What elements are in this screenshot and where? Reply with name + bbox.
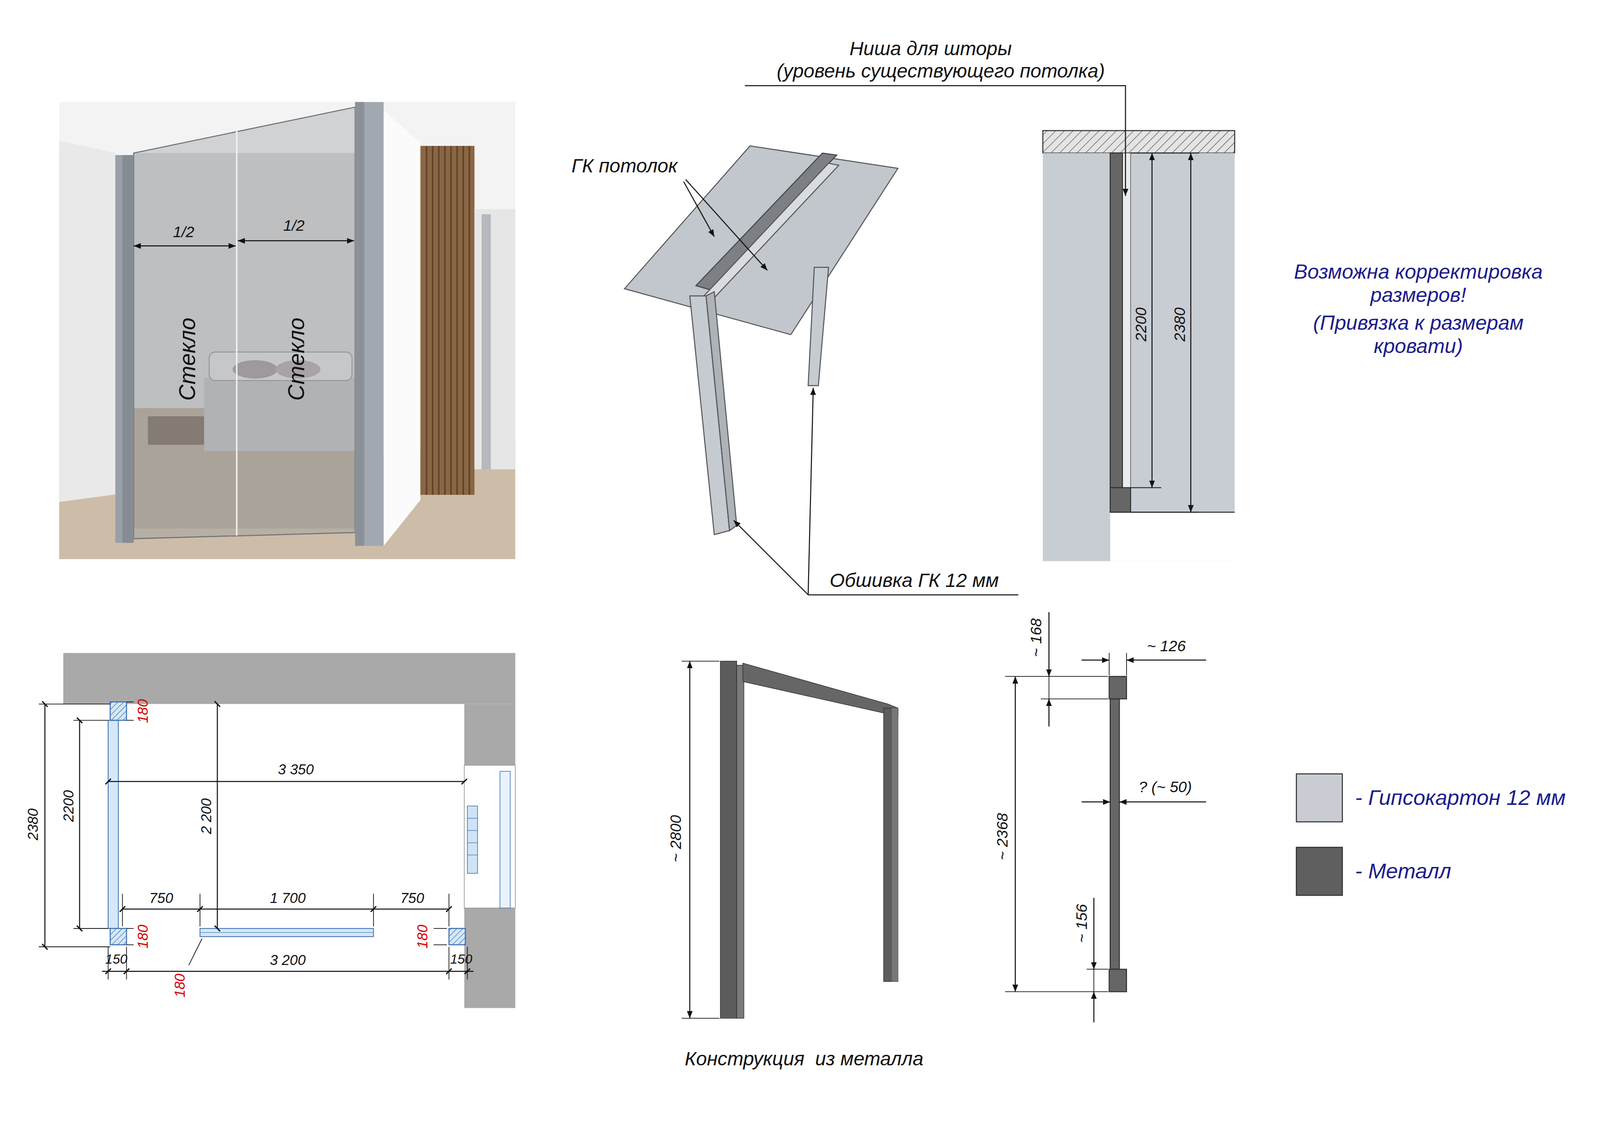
dimension: ? (~ 50) [1138,778,1193,796]
dimension: 150 [105,952,128,968]
legend-swatch [1295,773,1343,823]
dimension: 180 [414,924,431,949]
dimension: 1 700 [270,889,306,907]
dimension: 2200 [60,790,77,823]
note-label: (уровень существующего потолка) [776,60,1105,83]
dimension: 1/2 [172,223,195,241]
dimension: 2 200 [197,798,215,835]
callout-label: Обшивка ГК 12 мм [829,569,999,593]
dimension: 180 [134,699,151,723]
legend-swatch [1295,846,1343,896]
material-label: Стекло [284,317,311,401]
dimension: 750 [149,889,173,907]
dimension: ~ 156 [1072,903,1091,943]
floor-plan [38,653,516,1009]
render-view [59,102,516,560]
metal-frame-iso [681,661,898,1019]
dimension: 3 350 [278,761,314,778]
note: (Привязка к размерам кровати) [1280,311,1557,359]
callout-label: ГК потолок [571,155,678,178]
dimension: ~ 168 [1026,618,1045,658]
dimension: ~ 2800 [666,815,685,863]
note-label: Ниша для шторы [849,37,1012,61]
caption: Конструкция из металла [684,1048,924,1071]
material-label: Стекло [174,317,201,401]
dimension: 180 [171,973,188,998]
legend-label: - Гипсокартон 12 мм [1355,785,1566,811]
note: Возможна корректировка размеров! [1280,259,1557,307]
section-view [744,85,1235,562]
dimension: 3 200 [270,951,306,969]
dimension: 180 [134,924,151,949]
dimension: 2380 [1170,307,1189,342]
legend-label: - Металл [1355,859,1452,884]
dimension: 750 [400,889,425,907]
dimension: ~ 126 [1147,637,1186,655]
dimension: 2200 [1132,307,1150,342]
dimension: 2380 [24,808,42,841]
metal-section [1005,612,1207,1023]
ceiling-iso [624,145,1019,595]
dimension: 150 [450,952,473,968]
dimension: 1/2 [283,216,305,235]
dimension: ~ 2368 [993,813,1012,861]
